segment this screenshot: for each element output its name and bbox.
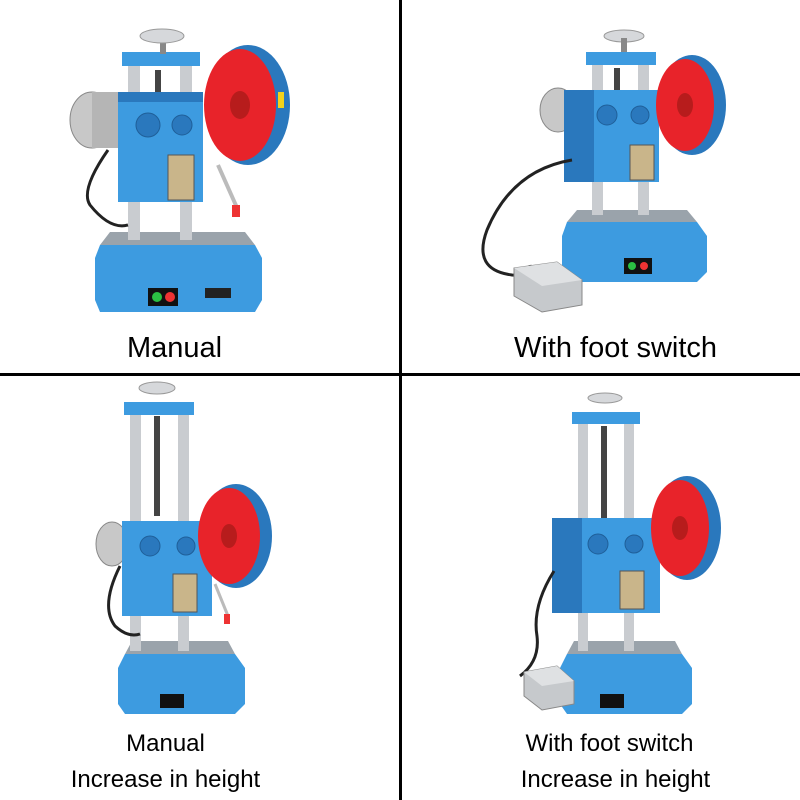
vertical-divider: [399, 0, 402, 800]
panel-foot-switch-tall: With foot switch Increase in height: [402, 376, 800, 800]
horizontal-divider: [0, 373, 800, 376]
panel-caption: With foot switch: [513, 332, 718, 364]
manual-tall-press-image: [95, 381, 272, 714]
manual-press-image: [69, 28, 290, 312]
panel-subcaption: Increase in height: [70, 766, 261, 793]
panel-caption: Manual: [126, 730, 205, 757]
panel-foot-switch: With foot switch: [402, 0, 800, 373]
panel-caption: Manual: [126, 332, 223, 364]
foot-switch-tall-press-image: [519, 392, 721, 714]
panel-caption: With foot switch: [525, 730, 694, 757]
panel-subcaption: Increase in height: [520, 766, 711, 793]
panel-manual: Manual: [0, 0, 399, 373]
panel-manual-tall: Manual Increase in height: [0, 376, 399, 800]
foot-switch-press-image: [481, 29, 726, 313]
